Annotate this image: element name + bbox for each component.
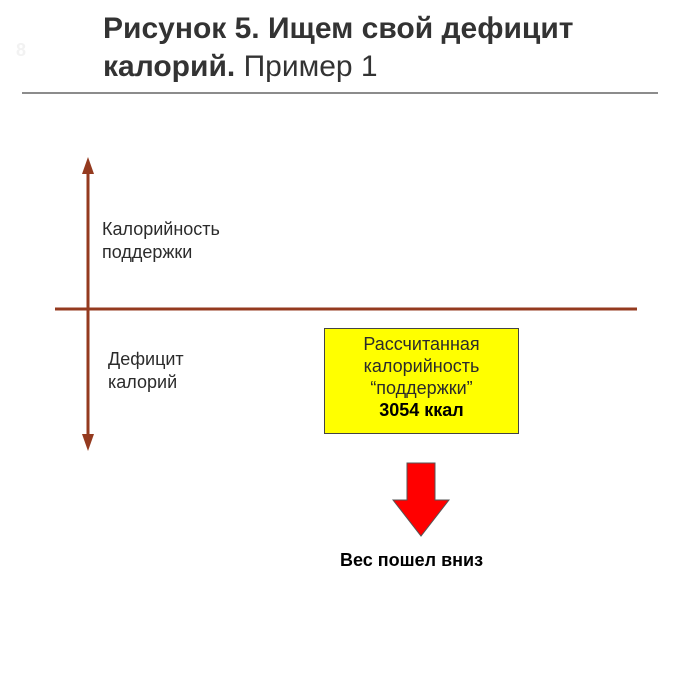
deficit-label-line1: Дефицит	[108, 349, 184, 369]
deficit-label-line2: калорий	[108, 372, 178, 392]
title-normal: Пример 1	[243, 50, 378, 83]
page-title: Рисунок 5. Ищем свой дефицит калорий. Пр…	[103, 10, 663, 86]
title-divider	[22, 92, 658, 94]
maintenance-label-line1: Калорийность	[102, 219, 220, 239]
vertical-axis	[82, 157, 94, 451]
title-bold: Рисунок 5. Ищем свой дефицит калорий.	[103, 12, 574, 83]
maintenance-label-line2: поддержки	[102, 242, 193, 262]
up-arrowhead-icon	[82, 157, 94, 174]
box-line3: “поддержки”	[370, 378, 473, 398]
maintenance-calories-box: Рассчитанная калорийность “поддержки” 30…	[324, 328, 519, 434]
page-number: 8	[16, 40, 27, 60]
result-text: Вес пошел вниз	[340, 550, 484, 570]
deficit-label: Дефицит калорий	[108, 348, 184, 394]
down-arrow-icon	[392, 462, 450, 537]
down-arrowhead-icon	[82, 434, 94, 451]
box-value: 3054 ккал	[379, 400, 464, 420]
box-line1: Рассчитанная	[363, 334, 480, 354]
box-line2: калорийность	[363, 356, 480, 376]
maintenance-label: Калорийность поддержки	[102, 218, 220, 264]
